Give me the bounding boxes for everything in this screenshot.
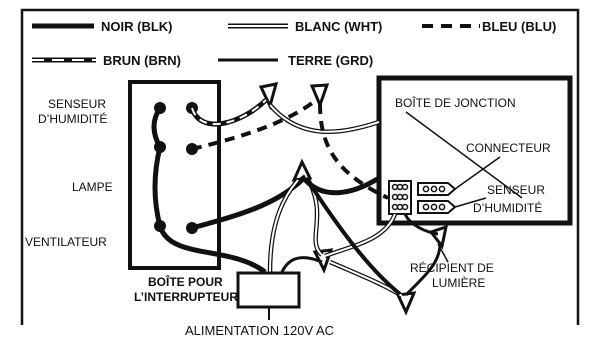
- label-fan: VENTILATEUR: [25, 235, 107, 249]
- legend-brown-label: BRUN (BRN): [103, 53, 181, 68]
- wire-white-power-inner: [269, 179, 299, 273]
- connector-leader-line: [454, 156, 501, 190]
- switch-jumper-lower: [152, 146, 163, 227]
- wire-white-humidity-inner: [269, 104, 380, 133]
- switch-box-outline: [128, 80, 221, 270]
- wire-black-light: [304, 176, 402, 296]
- junction-connector-label: CONNECTEUR: [466, 141, 551, 155]
- wire-blue-junction: [318, 103, 389, 200]
- wire-nut-top-left: [258, 82, 279, 111]
- switch-jumper-upper: [151, 106, 163, 149]
- power-supply-box: [236, 271, 301, 309]
- wire-ground-light: [404, 243, 442, 297]
- light-receptacle-label-2: LUMIÈRE: [432, 275, 485, 290]
- wire-blue-lamp: [191, 98, 318, 151]
- switch-box: [128, 80, 221, 270]
- wire-ground-power: [280, 256, 323, 273]
- wire-nut-top-right: [309, 83, 330, 110]
- junction-box: [376, 75, 573, 226]
- label-humidity-sensor-1: SENSEUR: [48, 97, 106, 111]
- diagram-frame: [20, 8, 580, 325]
- humidity-sensor-leader-line: [454, 197, 487, 208]
- switch-box-title-1: BOÎTE POUR: [148, 274, 223, 289]
- wire-ground-junction: [403, 213, 439, 236]
- power-supply-label: ALIMENTATION 120V AC: [185, 323, 334, 338]
- switch-box-title-2: L’INTERRUPTEUR: [134, 290, 238, 304]
- label-lamp: LAMPE: [72, 180, 113, 194]
- junction-humidity-label-2: D’HUMIDITÉ: [473, 200, 542, 215]
- junction-box-bracket: [405, 111, 523, 199]
- legend-ground-label: TERRE (GRD): [288, 53, 373, 68]
- wire-white-junction-lower-inner: [324, 213, 396, 257]
- light-receptacle-label-1: RÉCIPIENT DE: [410, 260, 494, 275]
- wire-nut-icon: [309, 83, 330, 110]
- wire-brown-humidity-inner: [191, 99, 267, 125]
- wire-nut-icon: [258, 82, 279, 111]
- light-receptacle-leader-line: [437, 243, 449, 263]
- junction-humidity-label-1: SENSEUR: [487, 183, 545, 197]
- wire-black-power: [157, 225, 267, 275]
- legend: NOIR (BLK) BLANC (WHT) BLEU (BLU) BRUN (…: [32, 19, 556, 68]
- legend-blue-label: BLEU (BLU): [482, 19, 556, 34]
- junction-box-title: BOÎTE DE JONCTION: [395, 95, 516, 110]
- legend-black-label: NOIR (BLK): [101, 19, 173, 34]
- label-humidity-sensor-2: D’HUMIDITÉ: [38, 111, 107, 126]
- wire-nut-icon: [428, 224, 449, 250]
- wire-nut-right: [428, 224, 449, 250]
- junction-connector-pins: [391, 183, 409, 211]
- legend-white-label: BLANC (WHT): [295, 19, 382, 34]
